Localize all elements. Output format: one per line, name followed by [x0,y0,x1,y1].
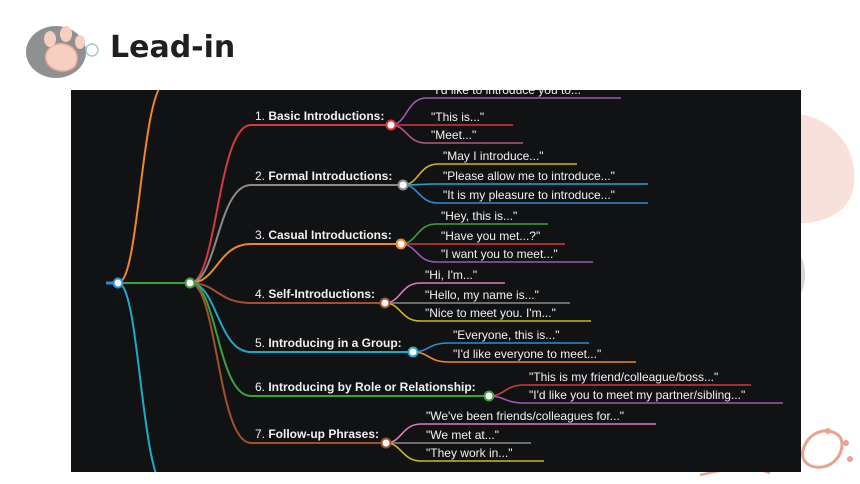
phrase-label: "Nice to meet you. I'm..." [425,306,556,320]
paw-pad [45,42,78,72]
phrase-connector [390,97,427,126]
branch-node [395,238,407,250]
phrase-label: "Everyone, this is..." [453,328,560,342]
paw-dot [825,428,831,434]
paw-toe [44,31,56,47]
phrase-label: "This is my friend/colleague/boss..." [529,370,718,384]
mindmap: 1. Basic Introductions: "I'd like to intr… [106,90,783,472]
phrase-connector [400,223,437,245]
phrase-label: "I'd like to introduce you to..." [431,90,585,97]
phrase-label: "We met at..." [426,428,499,442]
paw-toe [60,26,72,42]
hub-node [184,277,196,289]
branch-connector [189,243,252,284]
branch-node [483,390,495,402]
phrase-label: "I'd like you to meet my partner/sibling… [529,388,745,402]
phrase-label: "I'd like everyone to meet..." [453,347,601,361]
branch-node [397,179,409,191]
branch-node [379,297,391,309]
branch-node [380,437,392,449]
phrase-connector [384,302,421,322]
branch-node [407,346,419,358]
paw-toe [75,35,85,49]
root-connector-cyan [117,282,157,472]
phrase-label: "Hey, this is..." [441,209,517,223]
branch-label: 4. Self-Introductions: [255,287,375,301]
branch-label: 3. Casual Introductions: [255,228,392,242]
phrase-label: "Please allow me to introduce..." [443,169,615,183]
phrase-connector [402,163,439,186]
branch-connector [189,282,252,444]
branch-label: 5. Introducing in a Group: [255,336,402,350]
paw-dot [843,440,849,446]
branch-label: 6. Introducing by Role or Relationship: [255,380,476,394]
phrase-label: "Have you met...?" [441,229,540,243]
phrase-connector [402,184,439,204]
root-connector-orange [117,90,160,284]
phrase-connector [400,243,437,263]
mindmap-panel: 1. Basic Introductions: "I'd like to intr… [71,90,801,472]
phrase-label: "I want you to meet..." [441,247,558,261]
slide-title: Lead-in [110,30,236,65]
phrase-connector [390,124,427,144]
phrase-label: "May I introduce..." [443,149,544,163]
branch-connector [189,124,252,284]
phrase-connector [488,384,525,397]
phrase-label: "We've been friends/colleagues for..." [426,409,624,423]
paw-outline [800,429,844,469]
phrase-label: "They work in..." [426,446,513,460]
phrase-label: "It is my pleasure to introduce..." [443,188,615,202]
decor-circle [85,43,99,57]
phrase-label: "Meet..." [431,128,476,142]
branch-label: 1. Basic Introductions: [255,109,384,123]
branch-label: 7. Follow-up Phrases: [255,427,379,441]
phrase-connector [385,423,422,444]
phrase-label: "Hi, I'm..." [425,268,477,282]
branch-connector [189,184,252,284]
paw-dot [847,456,853,462]
branch-label: 2. Formal Introductions: [255,169,392,183]
phrase-connector [384,282,421,304]
phrase-connector [385,442,422,462]
paw-icon [26,26,99,78]
phrase-label: "Hello, my name is..." [425,288,539,302]
phrase-label: "This is..." [431,110,484,124]
decor-blob [790,113,855,224]
root-node [112,277,124,289]
branch-node [385,119,397,131]
